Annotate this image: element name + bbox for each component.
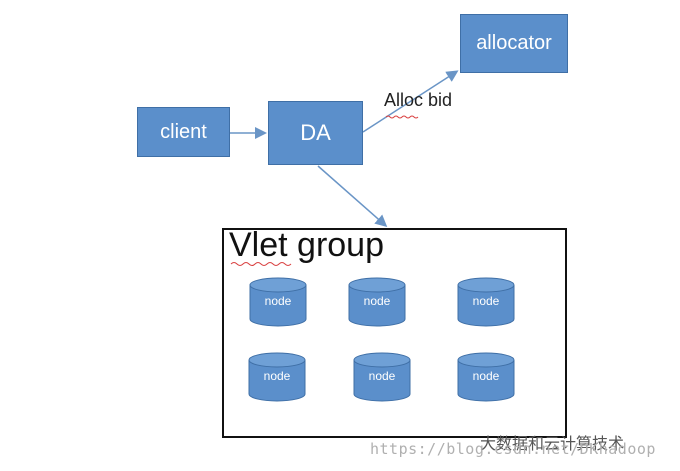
node-cylinder: node	[353, 352, 411, 402]
node-label: node	[264, 294, 292, 308]
arrow-da-to-vlet-group	[317, 165, 388, 227]
node-label: node	[263, 369, 291, 383]
da-node: DA	[268, 101, 363, 165]
client-label: client	[160, 120, 207, 143]
watermark-url: https://blog.csdn.net/DKhadoop	[370, 440, 656, 458]
node-cylinder: node	[457, 277, 515, 327]
watermark-wechat-account: 大数据和云计算技术	[480, 434, 625, 453]
vlet-group-title: Vlet group	[229, 226, 384, 264]
node-cylinder: node	[457, 352, 515, 402]
edge-label-alloc-bid: Alloc bid	[384, 90, 453, 110]
allocator-label: allocator	[476, 32, 552, 54]
node-label: node	[472, 294, 500, 308]
arrow-da-to-allocator	[362, 70, 459, 133]
allocator-node: allocator	[460, 14, 568, 73]
cylinder-icon	[348, 277, 406, 327]
cylinder-icon	[249, 277, 307, 327]
node-label: node	[472, 369, 500, 383]
node-cylinder: node	[249, 277, 307, 327]
cylinder-icon	[457, 277, 515, 327]
cylinder-icon	[457, 352, 515, 402]
cylinder-icon	[248, 352, 306, 402]
client-node: client	[137, 107, 230, 157]
node-label: node	[368, 369, 396, 383]
spellcheck-squiggle-alloc	[385, 115, 419, 119]
vlet-group-container	[222, 228, 567, 438]
da-label: DA	[300, 120, 331, 145]
node-label: node	[363, 294, 391, 308]
node-cylinder: node	[348, 277, 406, 327]
node-cylinder: node	[248, 352, 306, 402]
spellcheck-squiggle-vlet	[230, 262, 292, 266]
cylinder-icon	[353, 352, 411, 402]
